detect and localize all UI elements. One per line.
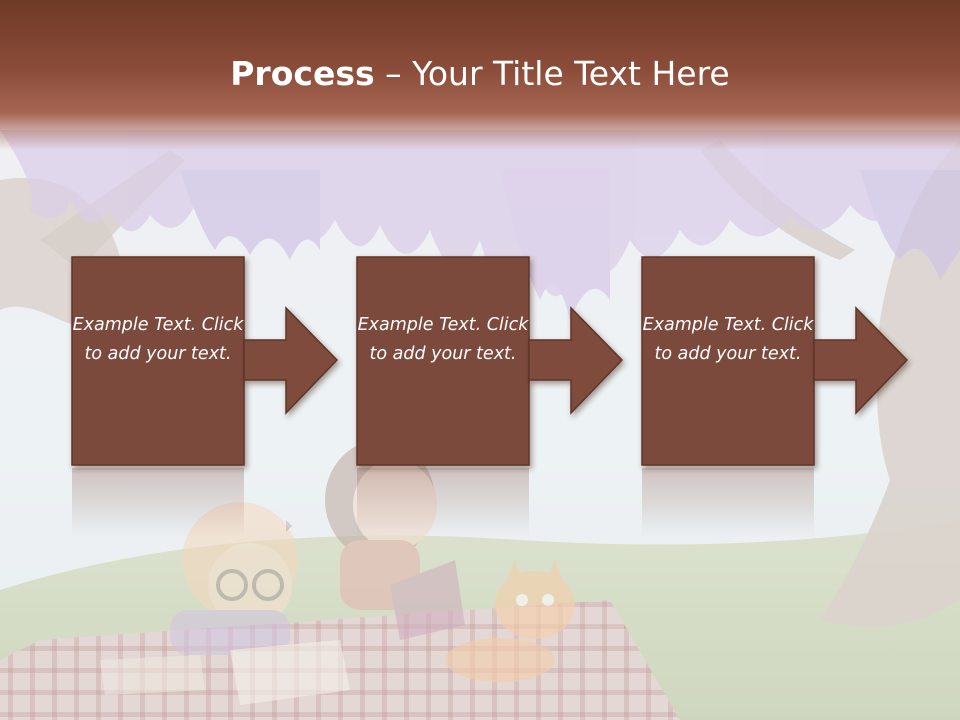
- step-reflection: [72, 468, 244, 538]
- title-rest: – Your Title Text Here: [374, 54, 730, 93]
- title-band: [0, 0, 960, 150]
- step-box[interactable]: [71, 256, 245, 466]
- process-step-1[interactable]: [71, 256, 339, 538]
- wisteria-blossoms: [0, 130, 960, 320]
- step-box[interactable]: [641, 256, 815, 466]
- step-2-text[interactable]: Example Text. Click to add your text.: [357, 315, 529, 364]
- slide-title: Process – Your Title Text Here: [0, 52, 960, 96]
- arrow-right-icon: [243, 306, 339, 415]
- arrow-right-icon: [813, 306, 909, 415]
- title-bold: Process: [230, 54, 375, 93]
- step-3-text[interactable]: Example Text. Click to add your text.: [642, 315, 814, 364]
- process-step-3[interactable]: [641, 256, 909, 538]
- step-box[interactable]: [356, 256, 530, 466]
- step-reflection: [642, 468, 814, 538]
- right-tree-trunk: [820, 140, 960, 627]
- step-1-text[interactable]: Example Text. Click to add your text.: [72, 315, 244, 364]
- process-step-2[interactable]: [356, 256, 624, 538]
- arrow-right-icon: [528, 306, 624, 415]
- step-reflection: [357, 468, 529, 538]
- cat: [445, 560, 575, 682]
